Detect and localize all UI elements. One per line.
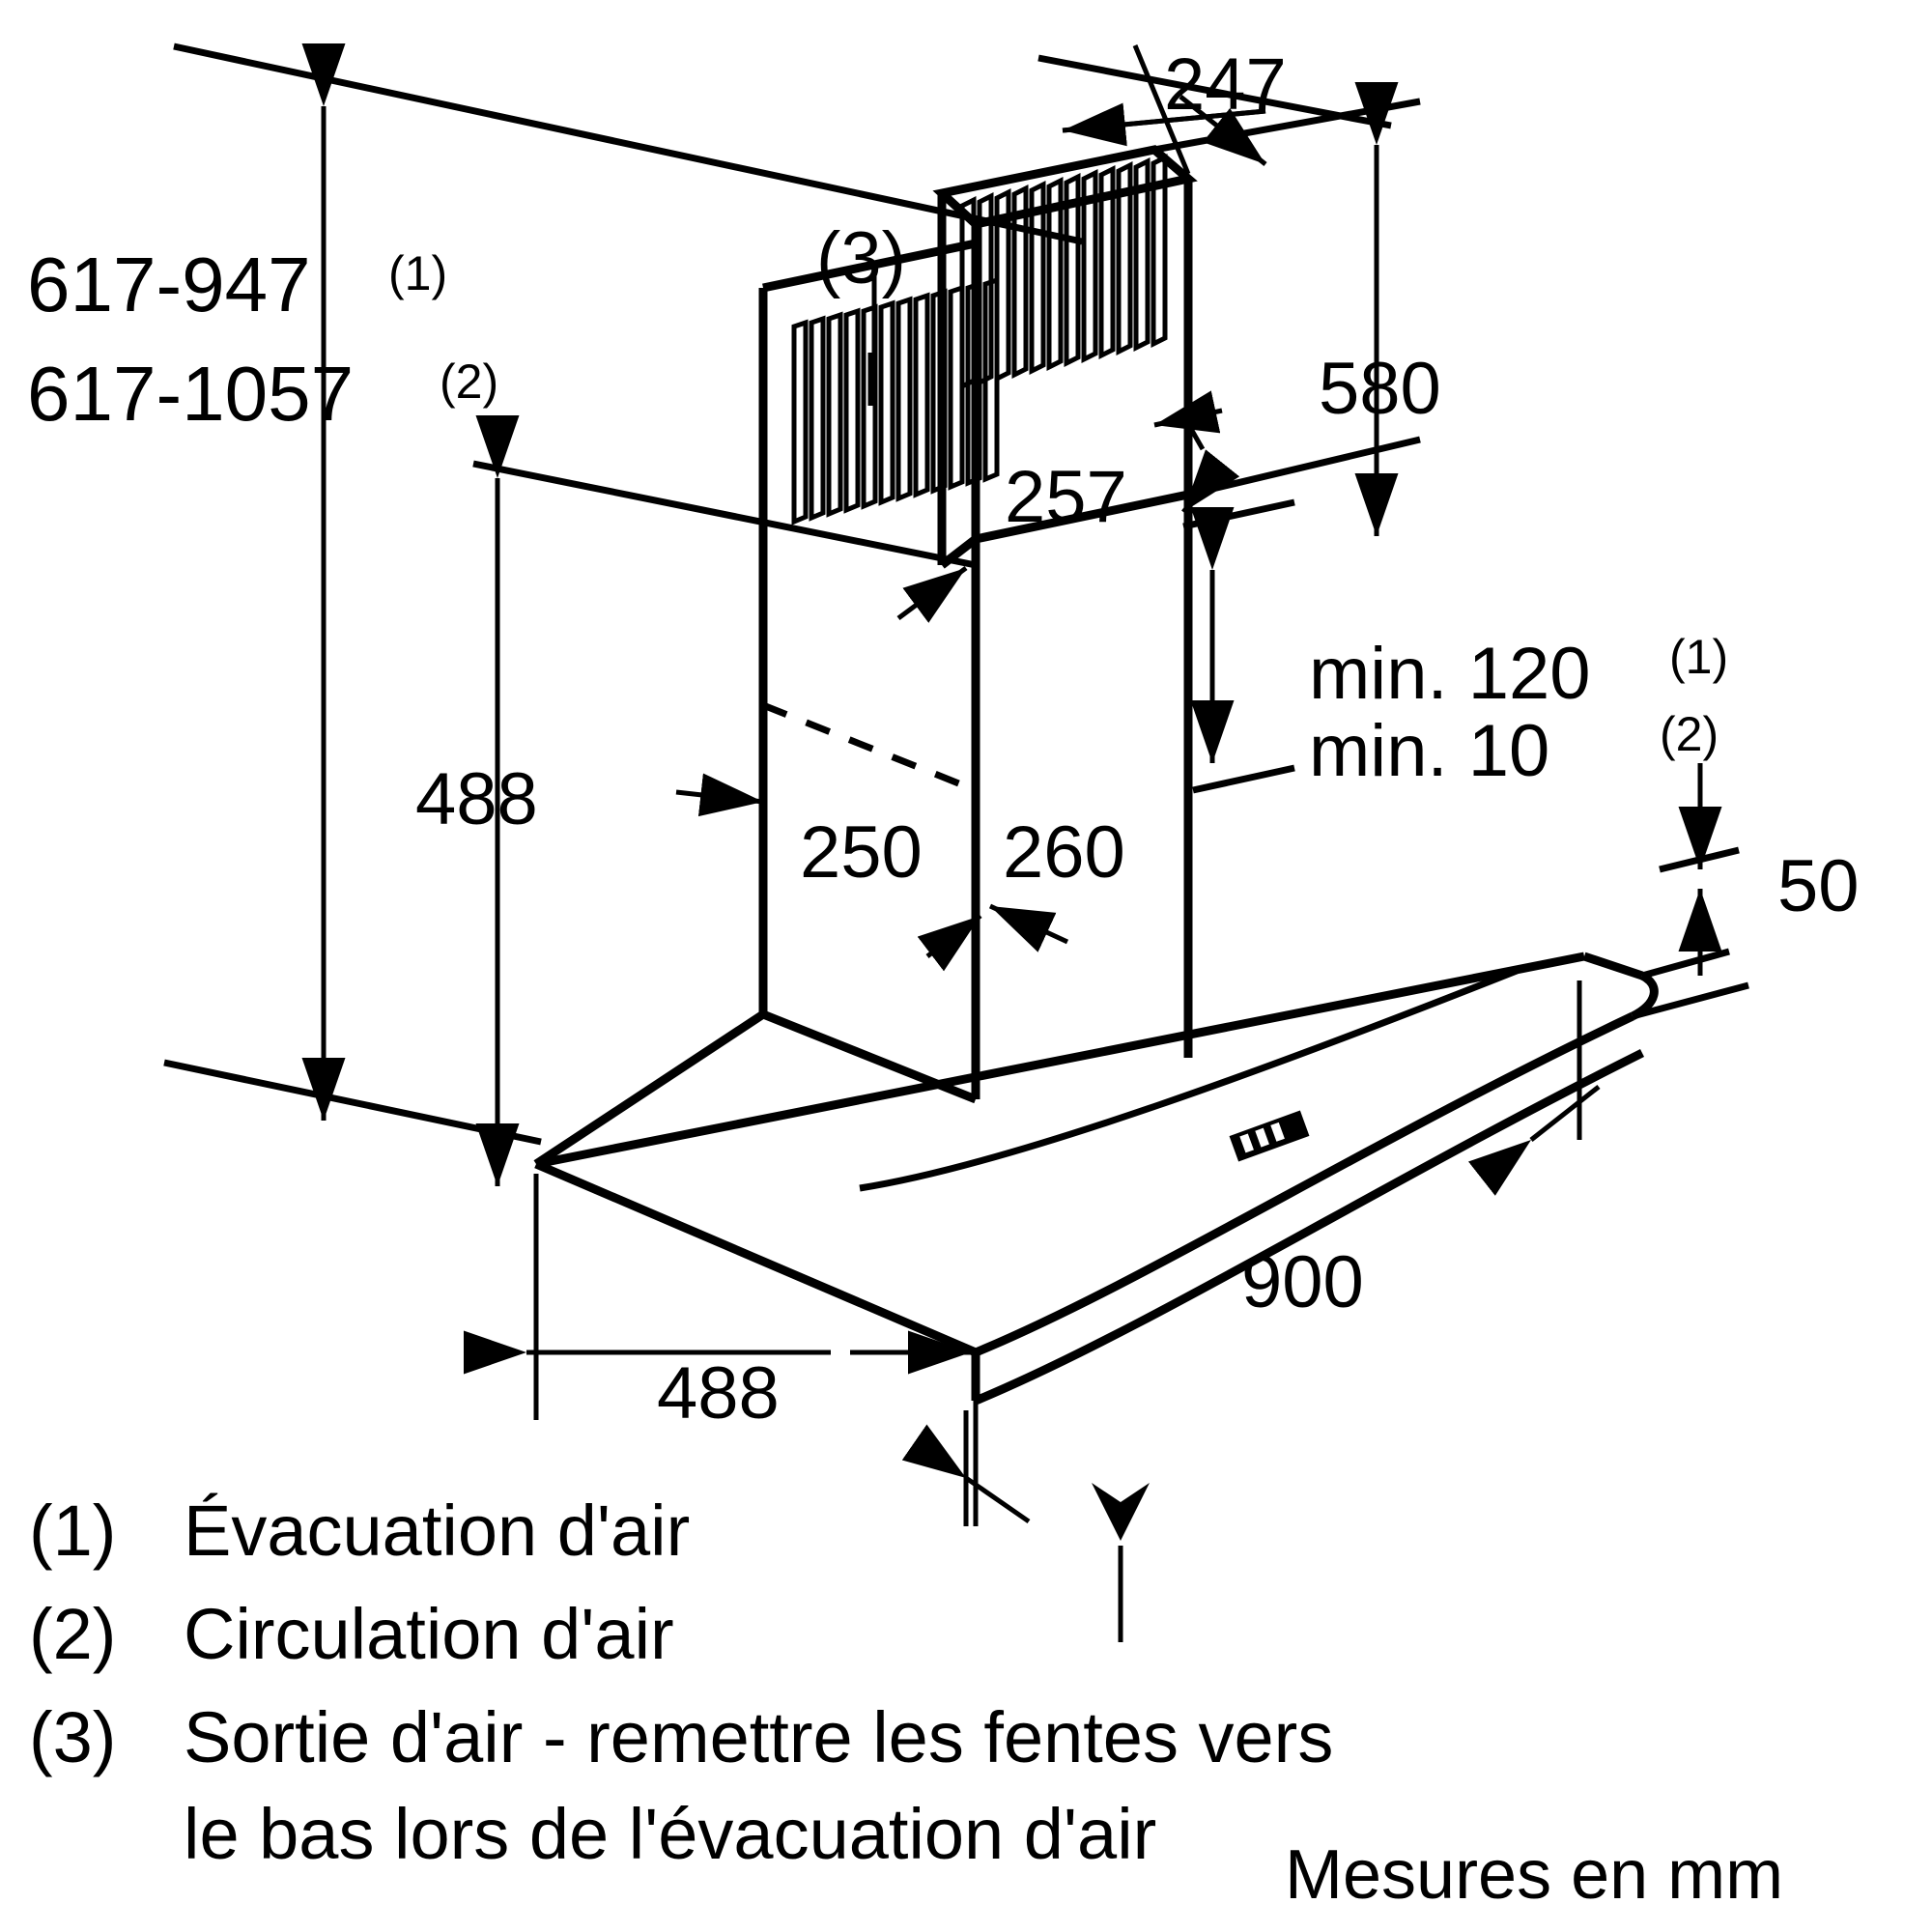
units-note: Mesures en mm	[1285, 1836, 1784, 1914]
legend-item-1-marker: (1)	[29, 1491, 117, 1571]
dim-height-range-1-ref: (1)	[388, 246, 448, 300]
dim-height-range-2-label: 617-1057	[27, 351, 355, 437]
lower-chimney-vent-slats	[791, 276, 1000, 526]
hood-canopy	[534, 952, 1659, 1406]
dim-height-range-1-label: 617-947	[27, 242, 311, 327]
legend-item-2-marker: (2)	[29, 1594, 117, 1674]
legend-arrow-decor	[1092, 1483, 1150, 1642]
dim-247-label: 247	[1164, 43, 1287, 126]
legend-item-3-text: Sortie d'air - remettre les fentes vers	[184, 1697, 1334, 1777]
dim-580	[1153, 82, 1421, 536]
dim-260-label: 260	[1003, 811, 1125, 894]
control-panel[interactable]	[1229, 1110, 1310, 1162]
dim-900-label: 900	[1241, 1241, 1364, 1323]
leader-callout-3	[867, 270, 877, 406]
legend-item-1-text: Évacuation d'air	[184, 1491, 691, 1571]
dim-488-depth-label: 488	[657, 1352, 780, 1435]
legend-item-3-marker: (3)	[29, 1697, 117, 1777]
dim-488-height-label: 488	[415, 758, 538, 840]
callout-3-label: (3)	[816, 217, 906, 299]
dim-250-label: 250	[800, 811, 923, 894]
dim-488-depth	[464, 1174, 979, 1526]
legend-item-3-continuation: le bas lors de l'évacuation d'air	[184, 1794, 1157, 1874]
dim-250-260	[917, 790, 1069, 976]
dim-50-label: 50	[1777, 845, 1860, 927]
hidden-duct-line	[761, 701, 978, 794]
dim-50	[1632, 763, 1749, 1020]
dim-min-10-ref: (2)	[1660, 707, 1719, 761]
dim-580-label: 580	[1319, 348, 1441, 430]
dim-min-10-label: min. 10	[1309, 710, 1550, 792]
dim-min-120-ref: (1)	[1669, 630, 1729, 684]
dim-height-range	[163, 43, 1083, 1146]
dim-257	[896, 390, 1240, 623]
dim-min-clearance	[1182, 498, 1295, 794]
legend-item-2-text: Circulation d'air	[184, 1594, 674, 1674]
dim-height-range-2-ref: (2)	[440, 355, 499, 409]
dim-min-120-label: min. 120	[1309, 633, 1591, 715]
upper-chimney-vent-slats	[959, 153, 1168, 391]
dim-257-label: 257	[1005, 456, 1127, 538]
dim-488-height	[472, 415, 977, 1186]
leader-canopy	[675, 773, 764, 817]
